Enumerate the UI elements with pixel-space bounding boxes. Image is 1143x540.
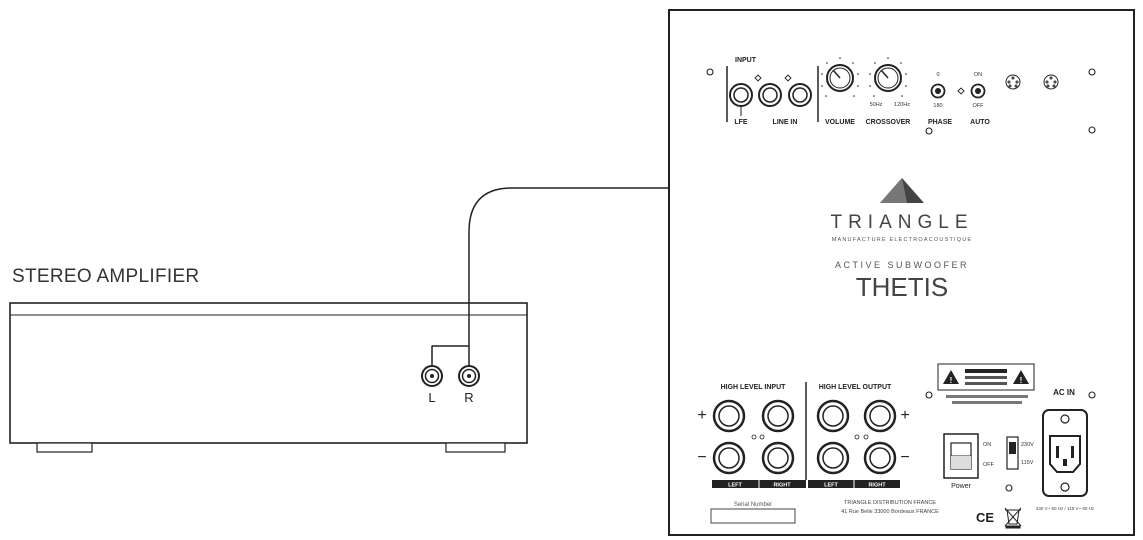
voltage-selector[interactable]: [1006, 436, 1019, 470]
fuse-rating-text: 230 V~ 50 Hz / 115 V~ 60 Hz: [1036, 506, 1095, 511]
warning-label: ! !: [937, 363, 1035, 404]
auto-label: AUTO: [970, 119, 990, 126]
amplifier-foot-left: [36, 442, 93, 453]
input-plus-label: +: [697, 407, 706, 424]
power-on-label: ON: [983, 442, 991, 448]
channel-bars: [712, 480, 900, 488]
din-connector-left[interactable]: [1005, 74, 1021, 90]
auto-top-label: ON: [974, 72, 982, 78]
ac-in-label: AC IN: [1053, 388, 1075, 397]
amplifier-jack-left-label: L: [428, 390, 435, 405]
high-level-input-label: HIGH LEVEL INPUT: [721, 384, 787, 391]
volume-label: VOLUME: [825, 119, 855, 126]
serial-number-label: Serial Number: [734, 502, 772, 508]
distributor-line1: TRIANGLE DISTRIBUTION FRANCE: [844, 500, 936, 506]
din-connector-right[interactable]: [1043, 74, 1059, 90]
model-name: THETIS: [856, 272, 948, 302]
phase-top-label: 0: [936, 72, 939, 78]
amplifier-jack-right[interactable]: [458, 365, 480, 387]
output-right-label: RIGHT: [868, 483, 886, 489]
output-left-minus-post[interactable]: [816, 441, 850, 475]
model-subtitle: ACTIVE SUBWOOFER: [835, 260, 969, 270]
brand-subtitle: MANUFACTURE ELECTROACOUSTIQUE: [832, 237, 973, 243]
output-plus-label: +: [900, 407, 909, 424]
ac-in-socket[interactable]: [1042, 409, 1088, 497]
triangle-logo-icon: [880, 178, 924, 203]
led-indicator: [957, 87, 965, 95]
lfe-label: LFE: [734, 119, 748, 126]
output-right-minus-post[interactable]: [863, 441, 897, 475]
input-left-minus-post[interactable]: [712, 441, 746, 475]
input-right-plus-post[interactable]: [761, 399, 795, 433]
crossover-label: CROSSOVER: [866, 119, 911, 126]
amplifier-body: [9, 302, 528, 453]
line-in-label: LINE IN: [773, 119, 798, 126]
crossover-max-label: 120Hz: [894, 102, 910, 108]
phase-label: PHASE: [928, 119, 952, 126]
input-minus-label: −: [697, 449, 706, 466]
svg-text:!: !: [1020, 376, 1023, 385]
ce-mark: CE: [976, 510, 994, 525]
phase-bottom-label: 180: [933, 103, 942, 109]
power-switch[interactable]: [943, 433, 979, 479]
amplifier-jack-left[interactable]: [421, 365, 443, 387]
amplifier-jack-right-label: R: [464, 390, 473, 405]
input-left-label: LEFT: [728, 483, 742, 489]
output-minus-label: −: [900, 449, 909, 466]
weee-bin-icon: [1004, 507, 1022, 529]
volume-knob[interactable]: [826, 64, 854, 92]
amplifier-title: STEREO AMPLIFIER: [12, 266, 199, 287]
input-left-plus-post[interactable]: [712, 399, 746, 433]
input-right-minus-post[interactable]: [761, 441, 795, 475]
auto-bottom-label: OFF: [973, 103, 985, 109]
crossover-knob[interactable]: [874, 64, 902, 92]
input-right-label: RIGHT: [773, 483, 791, 489]
distributor-line2: 41 Rue Belle 33000 Bordeaux FRANCE: [841, 509, 939, 515]
crossover-min-label: 50Hz: [870, 102, 883, 108]
high-level-output-label: HIGH LEVEL OUTPUT: [819, 384, 892, 391]
volume-scale: [821, 57, 859, 97]
output-left-label: LEFT: [824, 483, 838, 489]
voltage-bottom-label: 115V: [1021, 460, 1034, 466]
amplifier-foot-right: [445, 442, 506, 453]
panel-screws: [706, 68, 1096, 492]
brand-name: TRIANGLE: [830, 212, 973, 233]
line-in-left-jack[interactable]: [758, 83, 782, 107]
input-label: INPUT: [735, 57, 757, 64]
lfe-jack[interactable]: [729, 83, 753, 107]
line-in-right-jack[interactable]: [788, 83, 812, 107]
crossover-scale: [869, 57, 907, 97]
output-left-plus-post[interactable]: [816, 399, 850, 433]
auto-switch[interactable]: [970, 83, 986, 99]
power-off-label: OFF: [983, 462, 995, 468]
output-right-plus-post[interactable]: [863, 399, 897, 433]
voltage-top-label: 230V: [1021, 442, 1034, 448]
serial-number-box: [710, 508, 796, 524]
binding-posts: [712, 399, 897, 475]
svg-text:!: !: [950, 376, 953, 385]
power-label: Power: [951, 483, 972, 490]
phase-switch[interactable]: [930, 83, 946, 99]
